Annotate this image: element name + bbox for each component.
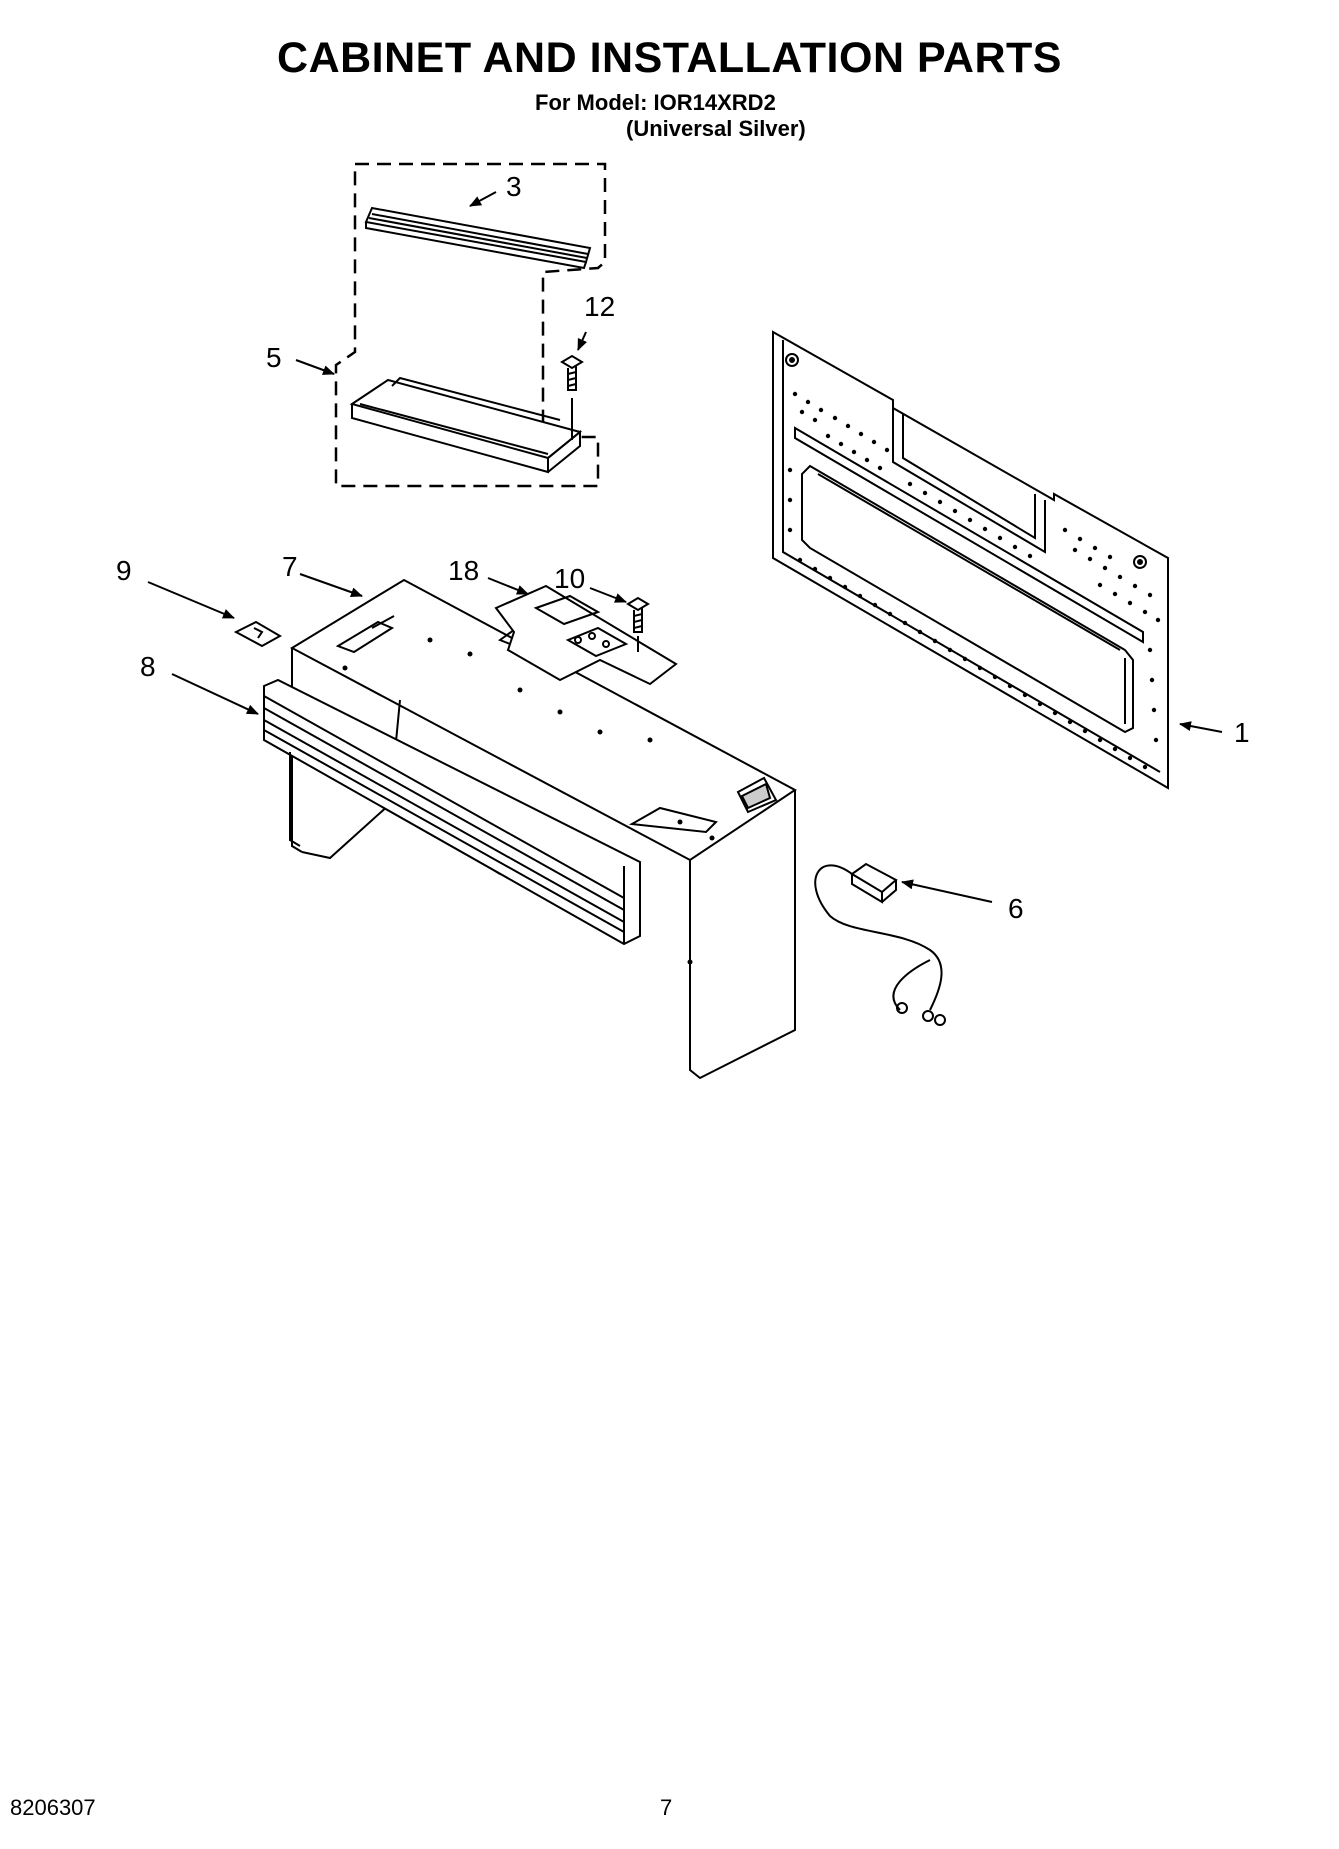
callout-3: 3 — [506, 171, 522, 202]
page-number: 7 — [660, 1795, 673, 1820]
callout-6: 6 — [1008, 893, 1024, 924]
leader-5 — [295, 359, 335, 375]
document-number: 8206307 — [10, 1795, 96, 1820]
part-5-tray — [349, 376, 583, 474]
part-3-top-rail — [364, 206, 592, 270]
part-9-clip — [233, 620, 283, 648]
callout-10: 10 — [554, 563, 585, 594]
callout-18: 18 — [448, 555, 479, 586]
part-7-cabinet — [289, 578, 797, 1080]
leader-1 — [1179, 721, 1223, 733]
leader-18 — [487, 577, 529, 595]
part-10-screw — [626, 596, 650, 652]
callout-9: 9 — [116, 555, 132, 586]
leader-6 — [901, 879, 993, 903]
callout-12: 12 — [584, 291, 615, 322]
part-1-mounting-plate — [772, 330, 1169, 790]
page-title: CABINET AND INSTALLATION PARTS — [277, 34, 1062, 82]
callout-1: 1 — [1234, 717, 1250, 748]
leader-3 — [469, 191, 497, 207]
leader-8 — [171, 673, 259, 715]
part-8-vent-grille — [263, 678, 641, 946]
part-12-screw — [560, 354, 584, 440]
part-18-plate — [494, 584, 678, 686]
model-variant: (Universal Silver) — [626, 116, 806, 141]
callout-7: 7 — [282, 551, 298, 582]
leader-10 — [589, 587, 627, 603]
model-number: For Model: IOR14XRD2 — [535, 90, 776, 115]
callout-8: 8 — [140, 651, 156, 682]
leader-9 — [147, 581, 235, 619]
callout-5: 5 — [266, 342, 282, 373]
leader-12 — [577, 331, 588, 351]
leader-7 — [299, 573, 363, 598]
part-6-wire-harness — [814, 862, 946, 1026]
